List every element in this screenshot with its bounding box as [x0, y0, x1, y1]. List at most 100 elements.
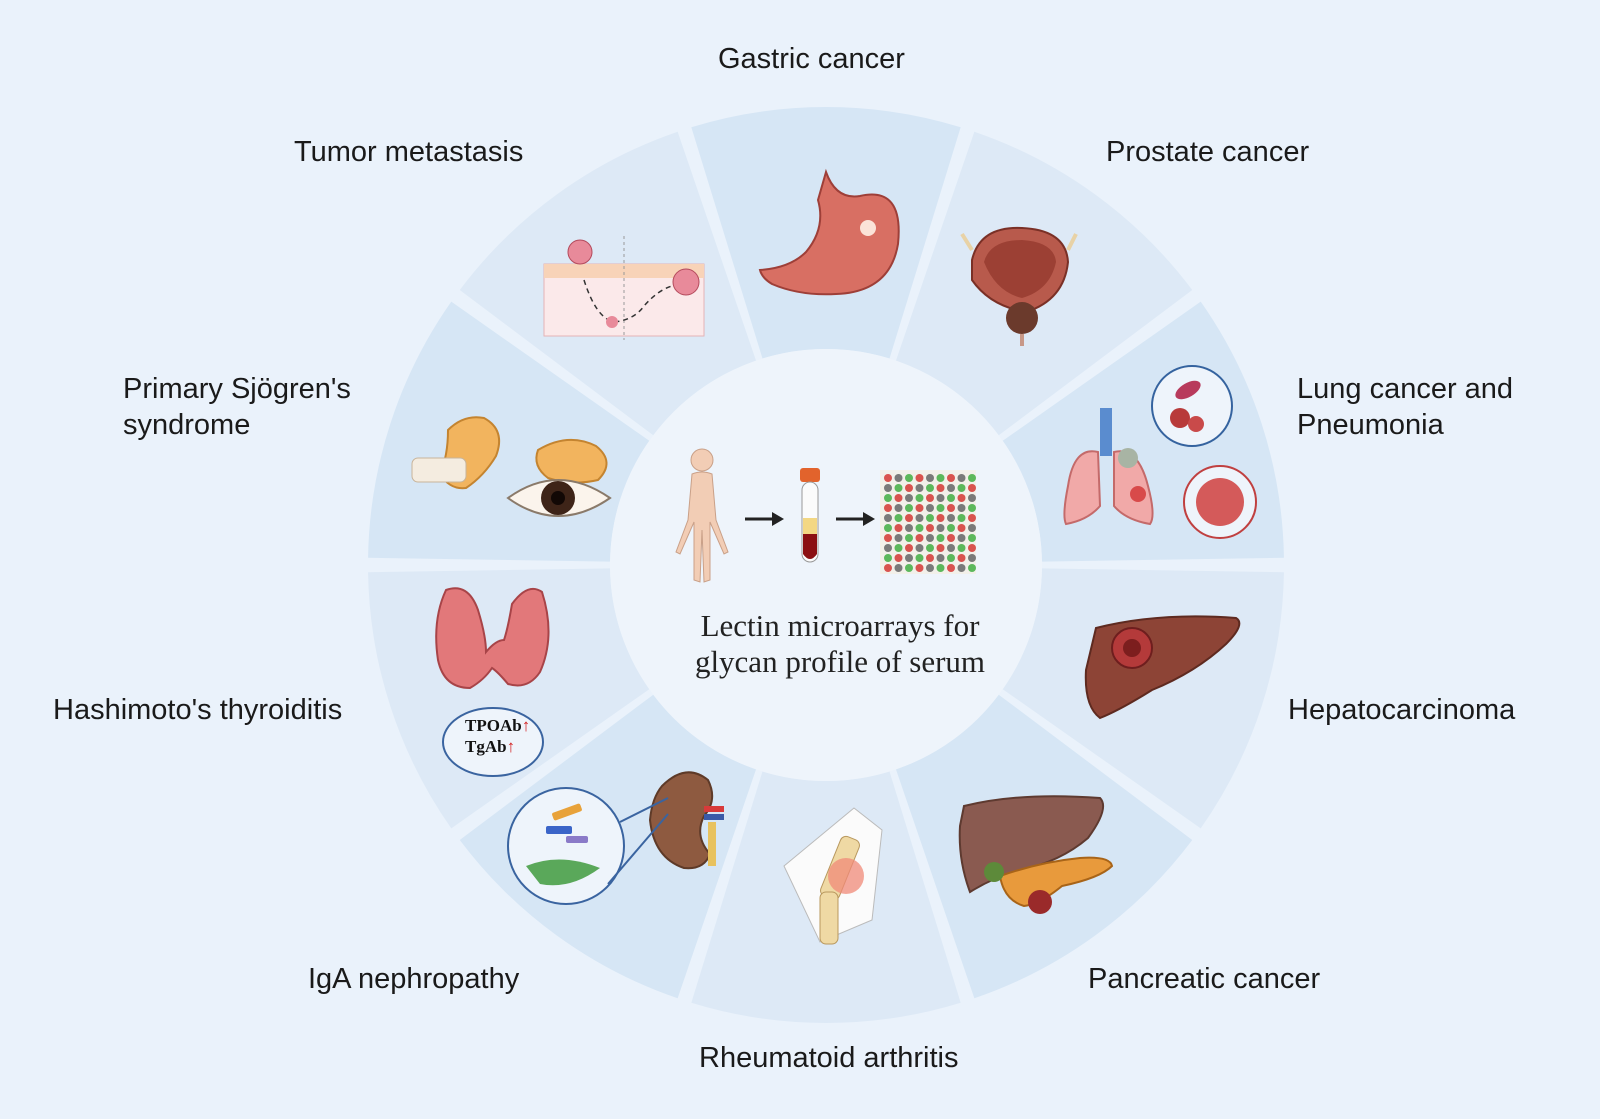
- microarray-spot: [884, 544, 892, 552]
- microarray-spot: [968, 524, 976, 532]
- microarray-spot: [905, 514, 913, 522]
- liver-tumor-icon: [1084, 615, 1241, 720]
- label-lung-line1: Lung cancer and: [1297, 373, 1514, 405]
- microarray-spot: [905, 484, 913, 492]
- microarray-spot: [894, 484, 903, 492]
- arrow-up-icon: ↑: [521, 716, 531, 735]
- microarray-spot: [894, 564, 903, 572]
- label-sjogrens-line1: Primary Sjögren's: [123, 373, 351, 405]
- liver-pancreas-icon: [958, 795, 1114, 914]
- microarray-spot: [936, 564, 945, 572]
- microarray-spot: [905, 544, 913, 552]
- thyroid-icon: [435, 587, 550, 777]
- microarray-spot: [884, 494, 892, 502]
- tpoab-label: TPOAb: [465, 716, 522, 735]
- label-hepatocarcinoma: Hepatocarcinoma: [1288, 694, 1516, 726]
- microarray-spot: [947, 494, 955, 502]
- microarray-spot: [926, 534, 934, 542]
- microarray-spot: [915, 534, 924, 542]
- microarray-spot: [894, 534, 903, 542]
- label-gastric-cancer: Gastric cancer: [718, 43, 905, 75]
- center-disc: [610, 349, 1042, 781]
- microarray-spot: [936, 544, 945, 552]
- microarray-spot: [905, 474, 913, 482]
- microarray-spot: [915, 544, 924, 552]
- microarray-spot: [884, 554, 892, 562]
- microarray-spot: [957, 534, 966, 542]
- microarray-spot: [905, 494, 913, 502]
- microarray-icon: [880, 470, 976, 574]
- kidney-icon: [507, 771, 724, 905]
- microarray-spot: [915, 514, 924, 522]
- microarray-spot: [884, 474, 892, 482]
- microarray-spot: [884, 524, 892, 532]
- microarray-spot: [926, 514, 934, 522]
- microarray-spot: [884, 514, 892, 522]
- label-rheumatoid-arthritis: Rheumatoid arthritis: [699, 1042, 959, 1074]
- label-lung-cancer: Lung cancer and Pneumonia: [1297, 371, 1513, 443]
- microarray-spot: [936, 494, 945, 502]
- microarray-spot: [936, 484, 945, 492]
- microarray-spot: [905, 534, 913, 542]
- microarray-spot: [926, 474, 934, 482]
- microarray-spot: [905, 564, 913, 572]
- lungs-icon: [1063, 365, 1257, 539]
- microarray-spot: [968, 544, 976, 552]
- microarray-spot: [936, 524, 945, 532]
- microarray-spot: [884, 564, 892, 572]
- microarray-spot: [915, 554, 924, 562]
- label-pancreatic-cancer: Pancreatic cancer: [1088, 963, 1321, 995]
- microarray-spot: [926, 524, 934, 532]
- microarray-spot: [894, 514, 903, 522]
- microarray-spot: [915, 474, 924, 482]
- microarray-spot: [968, 504, 976, 512]
- center-caption-line2: glycan profile of serum: [694, 644, 986, 679]
- label-sjogrens-line2: syndrome: [123, 409, 251, 441]
- label-iga-nephropathy: IgA nephropathy: [308, 963, 520, 995]
- microarray-spot: [894, 524, 903, 532]
- microarray-spot: [947, 554, 955, 562]
- gland-eye-icon: [411, 416, 612, 517]
- microarray-spot: [915, 564, 924, 572]
- microarray-spot: [936, 504, 945, 512]
- microarray-spot: [968, 474, 976, 482]
- microarray-spot: [884, 504, 892, 512]
- microarray-spot: [947, 474, 955, 482]
- microarray-spot: [968, 534, 976, 542]
- label-lung-line2: Pneumonia: [1297, 409, 1444, 441]
- microarray-spot: [957, 474, 966, 482]
- microarray-spot: [968, 484, 976, 492]
- stomach-icon: [758, 168, 900, 296]
- microarray-spot: [894, 554, 903, 562]
- microarray-spot: [926, 484, 934, 492]
- bladder-prostate-icon: [960, 226, 1078, 346]
- tgab-label: TgAb: [465, 737, 507, 756]
- microarray-spot: [894, 504, 903, 512]
- microarray-spot: [947, 564, 955, 572]
- microarray-spot: [905, 504, 913, 512]
- knee-joint-icon: [783, 807, 883, 945]
- arrow-up-icon: ↑: [506, 737, 516, 756]
- human-body-icon: [675, 448, 729, 583]
- label-hashimotos-thyroiditis: Hashimoto's thyroiditis: [53, 694, 343, 726]
- microarray-spot: [915, 524, 924, 532]
- microarray-spot: [894, 474, 903, 482]
- microarray-spot: [884, 484, 892, 492]
- microarray-spot: [968, 494, 976, 502]
- arrow-right-icon: [745, 512, 875, 526]
- microarray-spot: [957, 564, 966, 572]
- microarray-spot: [957, 544, 966, 552]
- center-caption: Lectin microarrays for glycan profile of…: [630, 608, 1050, 680]
- microarray-spot: [947, 544, 955, 552]
- blood-tube-icon: [800, 468, 820, 563]
- metastasis-icon: [543, 236, 705, 340]
- label-sjogrens: Primary Sjögren's syndrome: [123, 371, 351, 443]
- microarray-spot: [936, 514, 945, 522]
- microarray-spot: [926, 564, 934, 572]
- microarray-spot: [957, 554, 966, 562]
- thyroid-antibody-badge: TPOAb↑ TgAb↑: [465, 715, 530, 757]
- label-tumor-metastasis: Tumor metastasis: [294, 136, 524, 168]
- microarray-spot: [894, 544, 903, 552]
- microarray-spot: [957, 494, 966, 502]
